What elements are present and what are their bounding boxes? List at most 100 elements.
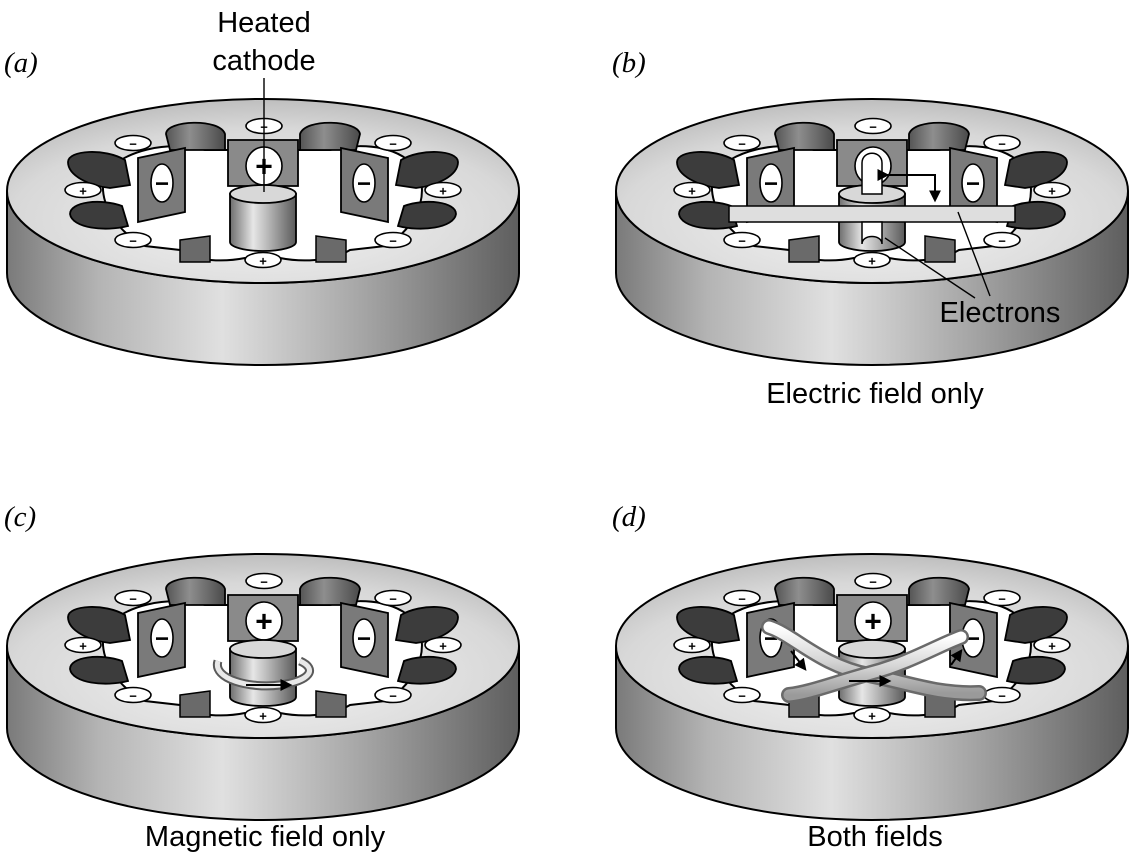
vane-bottom-left bbox=[788, 235, 820, 263]
electron-beam-down bbox=[861, 221, 883, 245]
minus-sign: − bbox=[738, 689, 746, 704]
plus-sign: + bbox=[79, 639, 87, 654]
plus-sign: + bbox=[1048, 639, 1056, 654]
electrode-sign-oval bbox=[853, 706, 891, 724]
minus-sign: − bbox=[389, 689, 397, 704]
minus-sign: − bbox=[764, 171, 778, 198]
resonant-cavity bbox=[67, 151, 132, 189]
resonant-cavity bbox=[394, 151, 459, 189]
minus-sign: − bbox=[389, 137, 397, 152]
electrode-sign-oval bbox=[374, 589, 412, 607]
electrode-sign-oval bbox=[961, 163, 985, 203]
minus-sign: − bbox=[155, 626, 169, 653]
electrode-sign-oval bbox=[424, 636, 462, 654]
minus-sign: − bbox=[998, 234, 1006, 249]
minus-sign: − bbox=[966, 171, 980, 198]
plus-sign: + bbox=[864, 606, 882, 639]
plus-sign: + bbox=[439, 184, 447, 199]
minus-sign: − bbox=[389, 234, 397, 249]
electrode-sign-oval bbox=[723, 589, 761, 607]
resonant-cavity bbox=[774, 576, 835, 606]
caption-d: Both fields bbox=[807, 821, 942, 853]
electrode-sign-oval bbox=[723, 231, 761, 249]
minus-sign: − bbox=[129, 234, 137, 249]
minus-sign: − bbox=[738, 137, 746, 152]
electrode-sign-oval bbox=[983, 589, 1021, 607]
panel-d: +−−−−−++−−+ bbox=[615, 553, 1129, 821]
electrode-sign-oval bbox=[352, 163, 376, 203]
resonant-cavity bbox=[69, 655, 130, 685]
plus-sign: + bbox=[439, 639, 447, 654]
minus-sign: − bbox=[260, 575, 268, 590]
electrode-sign-oval bbox=[1033, 181, 1071, 199]
vane-bottom-right bbox=[315, 235, 347, 263]
resonant-cavity bbox=[908, 576, 970, 606]
plus-sign: + bbox=[1048, 184, 1056, 199]
resonant-cavity bbox=[165, 576, 226, 606]
electrode-sign-oval bbox=[983, 134, 1021, 152]
minus-sign: − bbox=[129, 592, 137, 607]
callout-leader-line bbox=[957, 211, 991, 297]
plus-sign: + bbox=[79, 184, 87, 199]
minus-sign: − bbox=[389, 592, 397, 607]
resonant-cavity bbox=[676, 606, 741, 644]
resonant-cavity bbox=[165, 121, 226, 151]
resonant-cavity bbox=[299, 576, 361, 606]
minus-sign: − bbox=[738, 234, 746, 249]
callout-leader-line bbox=[884, 237, 976, 299]
minus-sign: − bbox=[129, 689, 137, 704]
electrode-sign-oval bbox=[424, 181, 462, 199]
plus-sign: + bbox=[259, 254, 267, 269]
minus-sign: − bbox=[357, 626, 371, 653]
electron-direction-arrow bbox=[877, 169, 941, 203]
electrode-sign-oval bbox=[983, 231, 1021, 249]
minus-sign: − bbox=[869, 575, 877, 590]
plus-sign: + bbox=[688, 639, 696, 654]
electrode-sign-oval bbox=[244, 251, 282, 269]
resonant-cavity bbox=[1003, 151, 1068, 189]
resonant-cavity bbox=[908, 121, 970, 151]
resonant-cavity bbox=[676, 151, 741, 189]
electrode-sign-oval bbox=[673, 181, 711, 199]
electrode-sign-oval bbox=[352, 618, 376, 658]
resonant-cavity bbox=[678, 655, 739, 685]
cathode-top bbox=[838, 639, 906, 659]
electrode-sign-oval bbox=[854, 572, 892, 590]
minus-sign: − bbox=[869, 120, 877, 135]
electrode-sign-oval bbox=[673, 636, 711, 654]
electrode-sign-oval bbox=[114, 134, 152, 152]
minus-sign: − bbox=[998, 689, 1006, 704]
cathode-body bbox=[229, 193, 297, 252]
electrode-sign-oval bbox=[374, 134, 412, 152]
spiral-arrow bbox=[790, 650, 807, 671]
minus-sign: − bbox=[155, 171, 169, 198]
vane-bottom-right bbox=[315, 690, 347, 718]
resonant-cavity bbox=[67, 606, 132, 644]
electrode-sign-oval bbox=[854, 117, 892, 135]
callout-heated: Heated bbox=[217, 7, 311, 39]
vane-bottom-right bbox=[924, 235, 956, 263]
resonant-cavity bbox=[299, 121, 361, 151]
minus-sign: − bbox=[738, 592, 746, 607]
electrode-sign-oval bbox=[150, 163, 174, 203]
electrode-sign-oval bbox=[374, 686, 412, 704]
electron-beam-horizontal bbox=[728, 205, 1016, 223]
resonant-cavity bbox=[69, 200, 130, 230]
panel-label-d: (d) bbox=[612, 501, 646, 533]
electrode-sign-oval bbox=[245, 572, 283, 590]
electrode-sign-oval bbox=[244, 706, 282, 724]
panel-c: +−−−−−++−−+ bbox=[6, 553, 520, 821]
resonant-cavity bbox=[396, 655, 457, 685]
resonant-cavity bbox=[396, 200, 457, 230]
caption-b: Electric field only bbox=[766, 378, 984, 410]
plus-sign: + bbox=[688, 184, 696, 199]
electrode-sign-oval bbox=[723, 686, 761, 704]
resonant-cavity bbox=[1005, 655, 1066, 685]
electrode-sign-oval bbox=[64, 181, 102, 199]
electrode-sign-oval bbox=[759, 163, 783, 203]
resonant-cavity bbox=[774, 121, 835, 151]
electrode-sign-oval bbox=[853, 251, 891, 269]
callout-electrons: Electrons bbox=[940, 297, 1061, 329]
minus-sign: − bbox=[966, 626, 980, 653]
